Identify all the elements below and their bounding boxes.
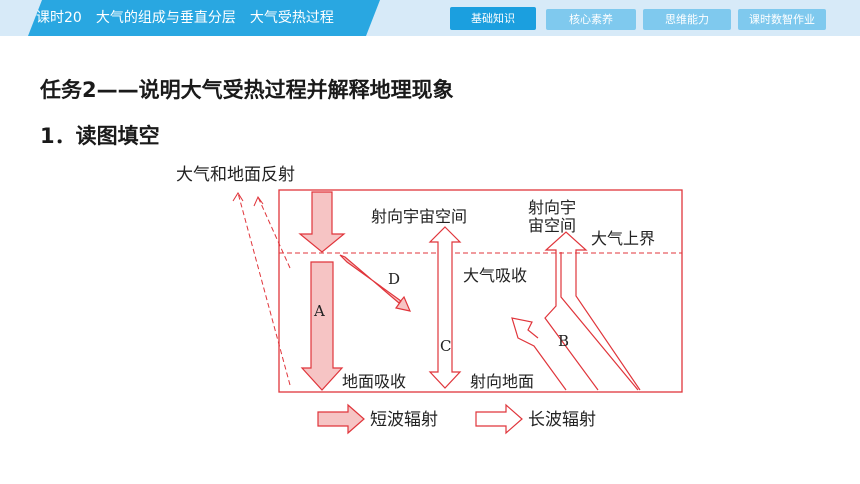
legend-short-wave-label: 短波辐射 xyxy=(370,410,438,430)
nav-basic-knowledge[interactable]: 基础知识 xyxy=(450,7,536,30)
arrow-D xyxy=(339,254,412,312)
solar-incoming-arrow xyxy=(298,191,346,253)
label-space-out-b-2: 宙空间 xyxy=(528,216,576,235)
label-upper-bound: 大气上界 xyxy=(591,229,655,248)
label-space-out-b-1: 射向宇 xyxy=(528,198,576,217)
arrow-B-right-edge xyxy=(560,252,639,391)
label-A: A xyxy=(313,302,325,320)
legend-short-wave-icon xyxy=(317,403,365,435)
reflection-line-1 xyxy=(237,192,291,386)
reflection-arrowhead-2 xyxy=(253,195,264,207)
label-atmo-absorb: 大气吸收 xyxy=(463,266,527,285)
label-C: C xyxy=(440,337,451,355)
course-title: 课时20 大气的组成与垂直分层 大气受热过程 xyxy=(36,10,334,26)
label-to-ground: 射向地面 xyxy=(470,372,534,391)
nav-thinking-ability[interactable]: 思维能力 xyxy=(643,9,731,30)
legend-long-wave-icon xyxy=(475,403,523,435)
nav-homework[interactable]: 课时数智作业 xyxy=(738,9,826,30)
course-title-tab xyxy=(28,0,380,36)
label-B: B xyxy=(558,332,569,350)
label-ground-absorb: 地面吸收 xyxy=(342,372,406,391)
label-D: D xyxy=(388,270,400,288)
arrow-B-inner xyxy=(511,317,567,391)
task-heading: 任务2——说明大气受热过程并解释地理现象 xyxy=(40,78,454,102)
legend-long-wave-label: 长波辐射 xyxy=(528,410,596,430)
arrow-C xyxy=(428,226,462,389)
arrow-A xyxy=(300,261,344,391)
question-heading: 1．读图填空 xyxy=(40,124,160,148)
reflection-line-2 xyxy=(257,196,291,269)
reflection-arrowhead-1 xyxy=(232,192,244,202)
nav-core-literacy[interactable]: 核心素养 xyxy=(546,9,636,30)
diagram-frame xyxy=(278,189,683,393)
label-space-out: 射向宇宙空间 xyxy=(371,207,467,226)
arrow-B-outer xyxy=(544,231,641,391)
label-reflect: 大气和地面反射 xyxy=(176,165,295,185)
